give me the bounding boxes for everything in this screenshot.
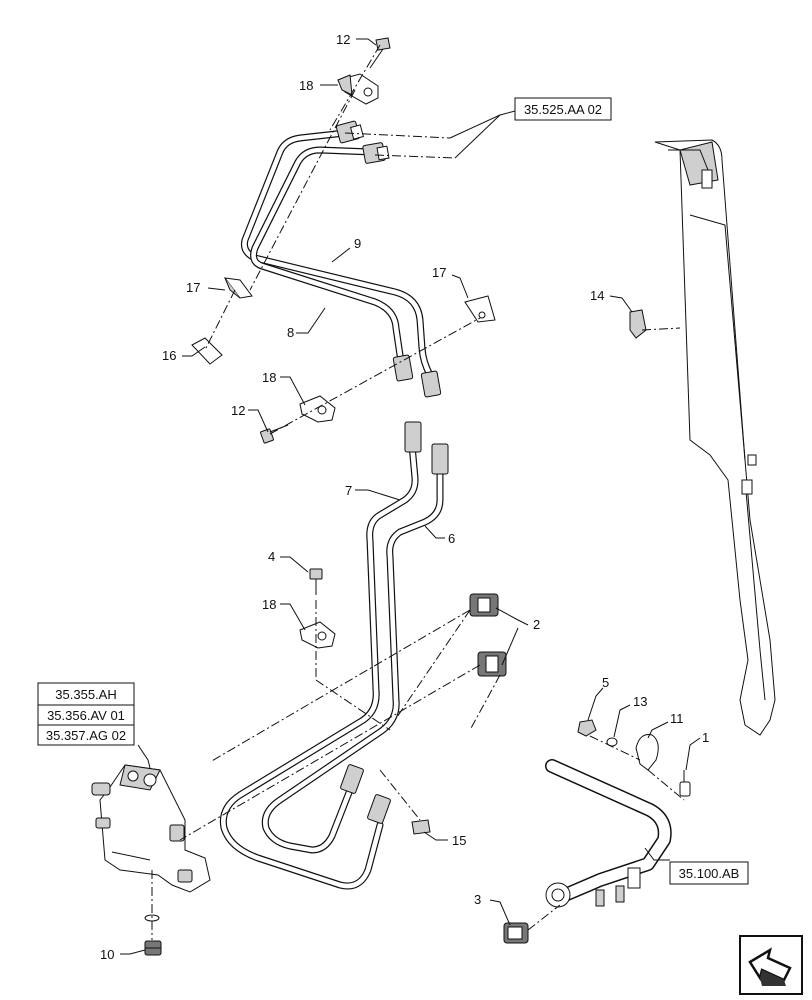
clip-17-left xyxy=(223,277,253,299)
callout-labels: 12 18 9 8 17 17 16 14 18 12 7 6 4 18 2 5… xyxy=(100,32,709,962)
view-direction-arrow-icon xyxy=(739,935,803,995)
callout-7: 7 xyxy=(345,483,352,498)
tube-fitting-upper-1 xyxy=(335,120,364,144)
svg-text:35.355.AH: 35.355.AH xyxy=(55,687,116,702)
bolt-1 xyxy=(679,770,691,797)
cover-panel xyxy=(654,139,776,736)
hydraulic-tube-8 xyxy=(250,146,406,372)
pipe-assembly xyxy=(545,759,672,908)
svg-text:35.357.AG 02: 35.357.AG 02 xyxy=(46,728,126,743)
bolt-12-middle xyxy=(260,424,289,444)
callout-1: 1 xyxy=(702,730,709,745)
callout-18-lower: 18 xyxy=(262,597,276,612)
adapter-2-lower xyxy=(477,651,507,677)
nut-5 xyxy=(577,719,597,737)
callout-12-top: 12 xyxy=(336,32,350,47)
callout-9: 9 xyxy=(354,236,361,251)
callout-11: 11 xyxy=(670,711,684,726)
callout-18-middle: 18 xyxy=(262,370,276,385)
callout-10: 10 xyxy=(100,947,114,962)
callout-2: 2 xyxy=(533,617,540,632)
callout-13: 13 xyxy=(633,694,647,709)
tube-fitting-6-bottom xyxy=(367,794,391,824)
callout-16: 16 xyxy=(162,348,176,363)
clip-15 xyxy=(411,819,431,835)
clamp-18-top xyxy=(337,73,379,105)
svg-text:35.525.AA 02: 35.525.AA 02 xyxy=(524,102,602,117)
callout-15: 15 xyxy=(452,833,466,848)
callout-8: 8 xyxy=(287,325,294,340)
svg-text:35.356.AV 01: 35.356.AV 01 xyxy=(47,708,125,723)
svg-text:35.100.AB: 35.100.AB xyxy=(679,866,740,881)
clamp-18-middle xyxy=(299,395,336,423)
bolt-12-top xyxy=(369,37,391,69)
callout-14: 14 xyxy=(590,288,604,303)
assembly-centerlines xyxy=(151,44,685,940)
plate-16 xyxy=(191,337,223,365)
reference-box-35-100: 35.100.AB xyxy=(669,861,749,885)
clip-17-right xyxy=(464,295,496,323)
reference-box-stack: 35.355.AH 35.356.AV 01 35.357.AG 02 xyxy=(37,682,135,746)
callout-12-middle: 12 xyxy=(231,403,245,418)
tube-fitting-9-end xyxy=(420,370,442,398)
clamp-18-lower xyxy=(299,621,336,649)
reference-box-35-525: 35.525.AA 02 xyxy=(514,97,612,121)
callout-18-top: 18 xyxy=(299,78,313,93)
callout-17-right: 17 xyxy=(432,265,446,280)
tube-fitting-8-end xyxy=(392,354,414,382)
callout-5: 5 xyxy=(602,675,609,690)
washer-13 xyxy=(606,737,618,747)
callout-3: 3 xyxy=(474,892,481,907)
callout-4: 4 xyxy=(268,549,275,564)
tube-fitting-6-top xyxy=(431,443,449,475)
plug-10 xyxy=(144,940,162,956)
plug-3 xyxy=(503,922,529,944)
tube-fitting-upper-2 xyxy=(362,142,390,164)
clamp-11 xyxy=(635,734,659,771)
callout-17-left: 17 xyxy=(186,280,200,295)
tube-fitting-7-bottom xyxy=(340,764,364,794)
tube-fitting-7-top xyxy=(404,421,422,453)
hydraulic-tube-set xyxy=(219,120,449,890)
bolt-4 xyxy=(309,568,323,595)
control-valve-block xyxy=(91,764,211,893)
callout-6: 6 xyxy=(448,531,455,546)
clip-14 xyxy=(629,309,647,339)
callout-leaders xyxy=(120,38,701,955)
adapter-2-upper xyxy=(469,593,499,617)
